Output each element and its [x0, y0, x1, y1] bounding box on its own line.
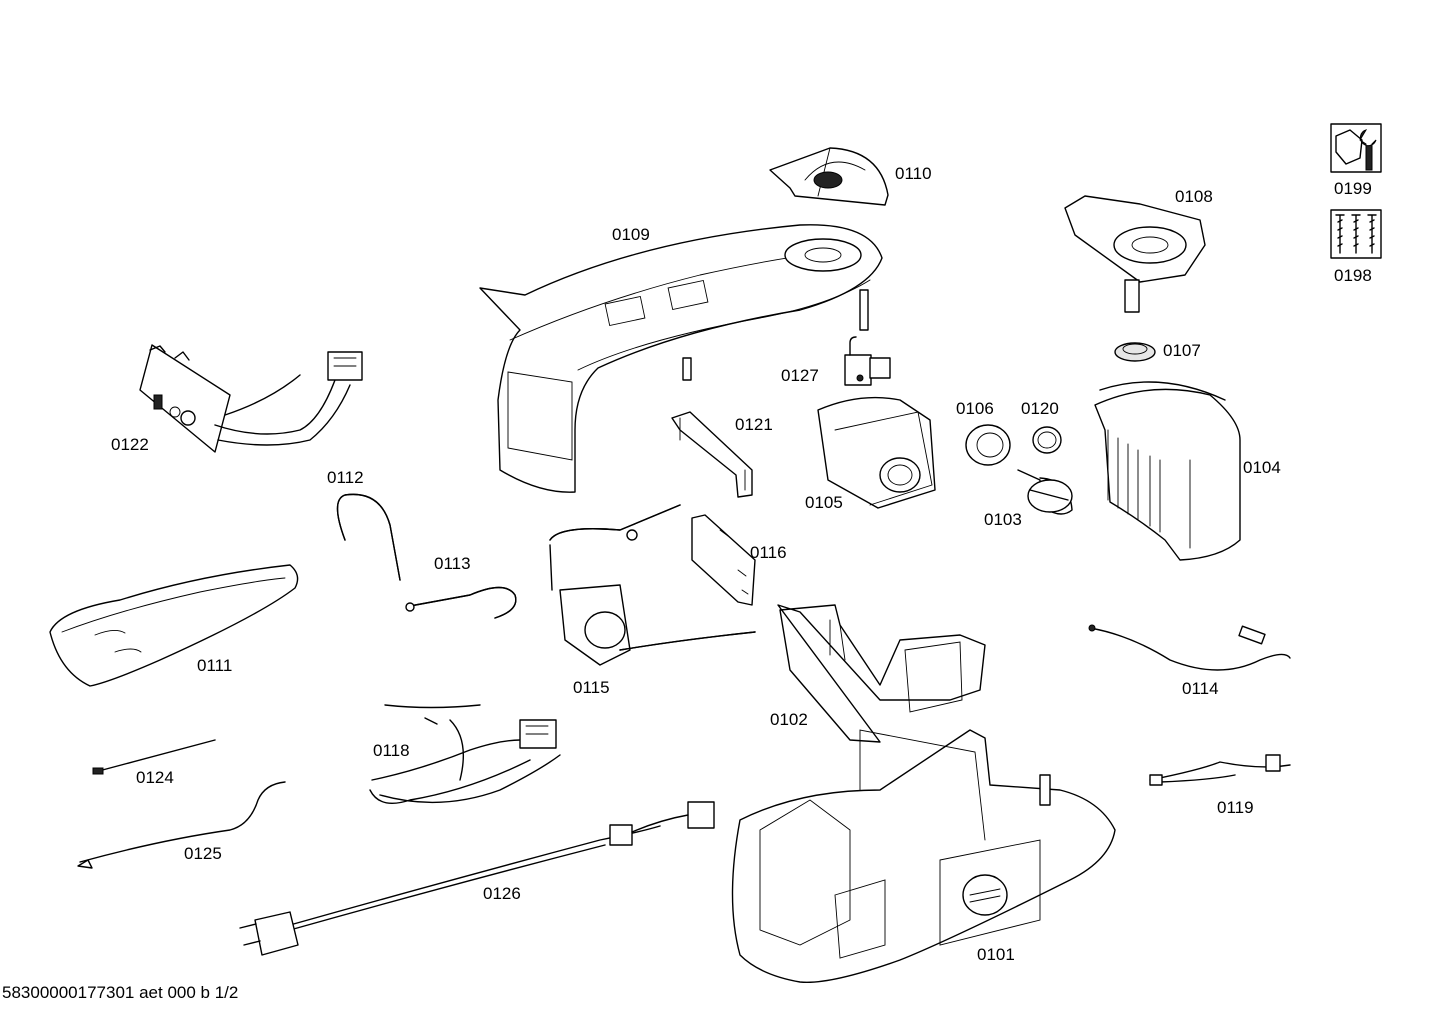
- label-0127: 0127: [781, 366, 819, 385]
- screws-icon[interactable]: [1330, 209, 1382, 259]
- part-0104-drawing: [1094, 381, 1241, 561]
- part-0101-drawing: [731, 729, 1116, 984]
- part-0124-drawing: [92, 739, 216, 775]
- label-0115: 0115: [573, 678, 610, 697]
- part-0125-drawing: [77, 781, 286, 869]
- part-0115-drawing: [549, 504, 756, 666]
- label-0118: 0118: [373, 741, 410, 760]
- document-id: 58300000177301 aet 000 b 1/2: [2, 983, 238, 1002]
- part-0108-drawing: [1064, 195, 1206, 313]
- part-0102-drawing: [777, 604, 986, 743]
- label-0122: 0122: [111, 435, 149, 454]
- part-0109-drawing: [479, 224, 883, 493]
- label-0112: 0112: [327, 468, 364, 487]
- part-0112-drawing: [336, 493, 401, 581]
- label-0109: 0109: [612, 225, 650, 244]
- nut-and-wrench-icon[interactable]: [1330, 123, 1382, 173]
- part-0103-drawing: [1017, 469, 1073, 515]
- part-0127-drawing: [844, 336, 891, 386]
- part-0114-drawing: [1088, 624, 1291, 671]
- label-0108: 0108: [1175, 187, 1213, 206]
- part-0105-drawing: [817, 396, 936, 509]
- label-0198: 0198: [1334, 266, 1372, 285]
- part-0121-drawing: [671, 411, 753, 498]
- label-0111: 0111: [197, 656, 232, 675]
- label-0110: 0110: [895, 164, 932, 183]
- label-0101: 0101: [977, 945, 1015, 964]
- label-0104: 0104: [1243, 458, 1281, 477]
- label-0102: 0102: [770, 710, 808, 729]
- label-0113: 0113: [434, 554, 471, 573]
- label-0199: 0199: [1334, 179, 1372, 198]
- label-0114: 0114: [1182, 679, 1219, 698]
- part-0107-drawing: [1114, 342, 1156, 362]
- label-0126: 0126: [483, 884, 521, 903]
- label-0116: 0116: [750, 543, 787, 562]
- label-0121: 0121: [735, 415, 773, 434]
- label-0103: 0103: [984, 510, 1022, 529]
- label-0107: 0107: [1163, 341, 1201, 360]
- part-0110-drawing: [769, 147, 889, 206]
- part-0113-drawing: [405, 586, 517, 619]
- label-0105: 0105: [805, 493, 843, 512]
- label-0125: 0125: [184, 844, 222, 863]
- part-0120-drawing: [1032, 426, 1062, 454]
- part-0106-drawing: [965, 424, 1011, 466]
- part-0118-drawing: [369, 704, 561, 804]
- label-0119: 0119: [1217, 798, 1254, 817]
- part-0111-drawing: [49, 564, 299, 687]
- part-0116-drawing: [691, 514, 756, 606]
- label-0124: 0124: [136, 768, 174, 787]
- label-0106: 0106: [956, 399, 994, 418]
- part-0126-drawing: [239, 801, 715, 956]
- part-0119-drawing: [1149, 754, 1291, 786]
- label-0120: 0120: [1021, 399, 1059, 418]
- part-0122-drawing: [139, 344, 363, 453]
